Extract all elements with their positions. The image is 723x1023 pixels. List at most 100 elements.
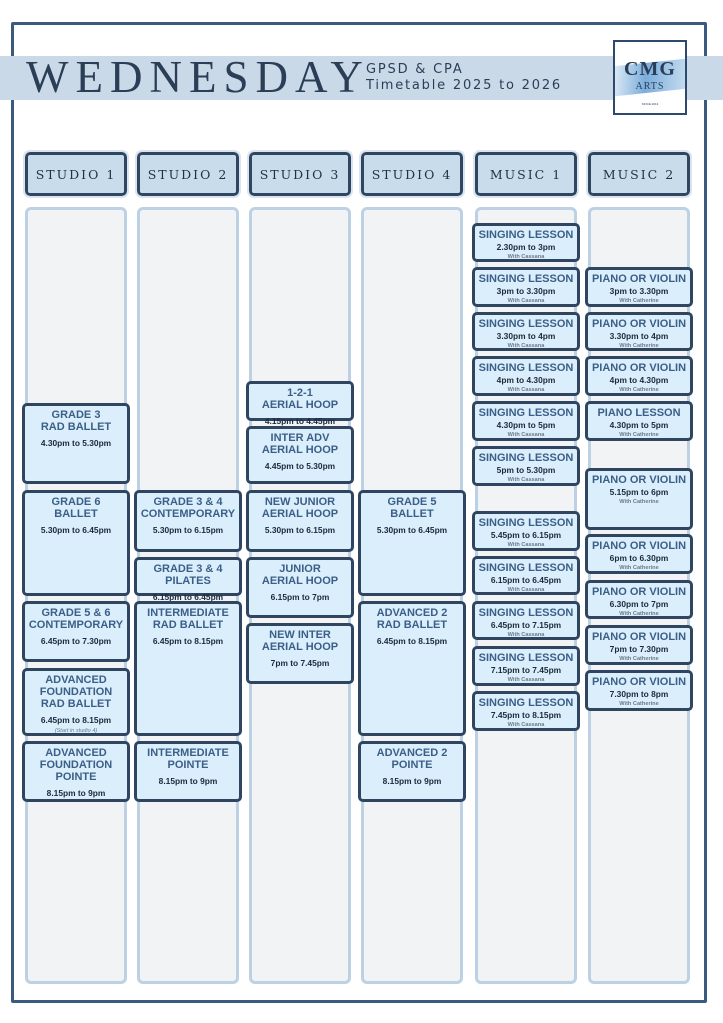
class-title: SINGING LESSON	[478, 562, 574, 574]
class-note: (Start in studio 4)	[54, 728, 98, 734]
class-teacher: With Catherine	[619, 298, 659, 304]
subtitle-line-2: Timetable 2025 to 2026	[366, 78, 562, 93]
class-title: SINGING LESSON	[478, 407, 574, 419]
class-time: 5.15pm to 6pm	[609, 487, 669, 497]
class-time: 3.30pm to 4pm	[609, 331, 669, 341]
class-time: 7pm to 7.30pm	[609, 644, 669, 654]
class-time: 5.30pm to 6.15pm	[152, 525, 224, 535]
logo-sub-text: ARTS	[635, 81, 665, 92]
column-header-music-2: MUSIC 2	[586, 150, 692, 198]
class-teacher: With Cassana	[507, 432, 545, 438]
column-header-studio-2: STUDIO 2	[135, 150, 241, 198]
timetable-subtitle: GPSD & CPA Timetable 2025 to 2026	[366, 62, 562, 94]
class-teacher: With Cassana	[507, 632, 545, 638]
class-time: 5pm to 5.30pm	[496, 465, 556, 475]
class-time: 4pm to 4.30pm	[496, 375, 556, 385]
class-title: SINGING LESSON	[478, 652, 574, 664]
class-time: 5.30pm to 6.45pm	[376, 525, 448, 535]
class-time: 4.30pm to 5pm	[609, 420, 669, 430]
class-time: 7.45pm to 8.15pm	[490, 710, 562, 720]
class-title: SINGING LESSON	[478, 452, 574, 464]
class-title: SINGING LESSON	[478, 318, 574, 330]
class-title: SINGING LESSON	[478, 607, 574, 619]
class-teacher: With Catherine	[619, 701, 659, 707]
class-teacher: With Cassana	[507, 298, 545, 304]
class-teacher: With Cassana	[507, 477, 545, 483]
class-teacher: With Cassana	[507, 254, 545, 260]
class-teacher: With Cassana	[507, 677, 545, 683]
class-time: 8.15pm to 9pm	[158, 776, 218, 786]
class-time: 6.15pm to 7pm	[270, 592, 330, 602]
class-title: SINGING LESSON	[478, 697, 574, 709]
class-title: PIANO LESSON	[597, 407, 681, 419]
class-time: 4.15pm to 4.45pm	[264, 416, 336, 426]
class-title: PIANO OR VIOLIN	[591, 586, 687, 598]
class-teacher: With Cassana	[507, 587, 545, 593]
class-time: 8.15pm to 9pm	[382, 776, 442, 786]
class-teacher: With Cassana	[507, 722, 545, 728]
class-time: 5.30pm to 6.45pm	[40, 525, 112, 535]
class-time: 6.15pm to 6.45pm	[152, 592, 224, 602]
class-title: PIANO OR VIOLIN	[591, 540, 687, 552]
class-time: 5.45pm to 6.15pm	[490, 530, 562, 540]
class-teacher: With Catherine	[619, 565, 659, 571]
class-time: 7pm to 7.45pm	[270, 658, 330, 668]
class-time: 8.15pm to 9pm	[46, 788, 106, 798]
title-banner	[0, 56, 723, 100]
class-teacher: With Catherine	[619, 499, 659, 505]
class-time: 4.45pm to 5.30pm	[264, 461, 336, 471]
class-title: PIANO OR VIOLIN	[591, 474, 687, 486]
class-teacher: With Cassana	[507, 343, 545, 349]
class-title: SINGING LESSON	[478, 362, 574, 374]
class-title: PIANO OR VIOLIN	[591, 318, 687, 330]
